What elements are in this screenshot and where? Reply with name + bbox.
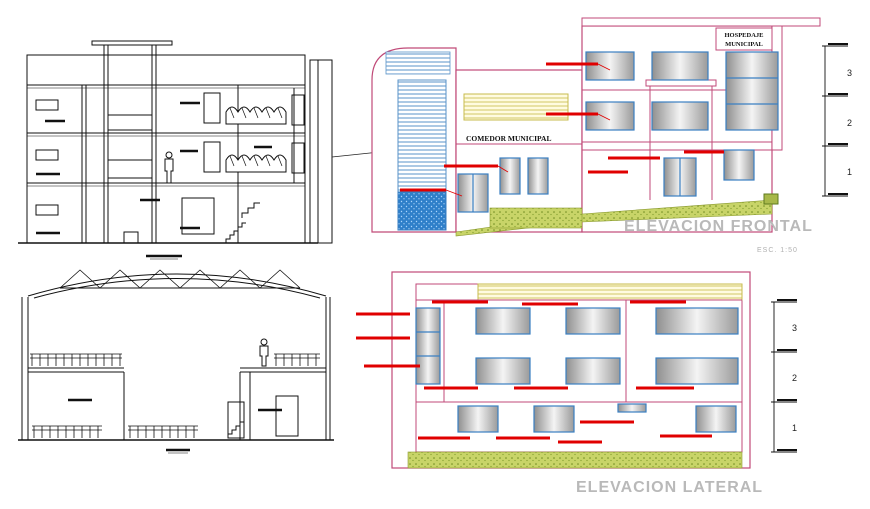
front-level-3: 3 [847,68,852,78]
side-level-3: 3 [792,323,797,333]
side-elevation: 3 2 1 [356,271,797,469]
dining-sign: COMEDOR MUNICIPAL [466,134,551,143]
building-section-top [18,40,333,260]
front-elevation: HOSPEDAJE MUNICIPAL COMEDOR MUNICIPAL [371,17,852,237]
planter-icon [225,106,287,173]
front-level-ruler [822,43,848,197]
front-level-2: 2 [847,118,852,128]
person-figure-icon [164,151,174,184]
side-level-2: 2 [792,373,797,383]
front-level-1: 1 [847,167,852,177]
side-level-1: 1 [792,423,797,433]
building-section-bottom [18,269,334,454]
person-figure-icon [259,338,269,367]
front-elevation-scale: ESC. 1:50 [757,247,798,254]
side-elevation-title: ELEVACION LATERAL [576,479,764,496]
hostel-sign-line1: HOSPEDAJE [724,32,763,39]
side-level-ruler [771,299,797,453]
front-elevation-title: ELEVACION FRONTAL [624,218,813,235]
hostel-sign-line2: MUNICIPAL [725,41,763,48]
seating-rows [30,353,320,438]
